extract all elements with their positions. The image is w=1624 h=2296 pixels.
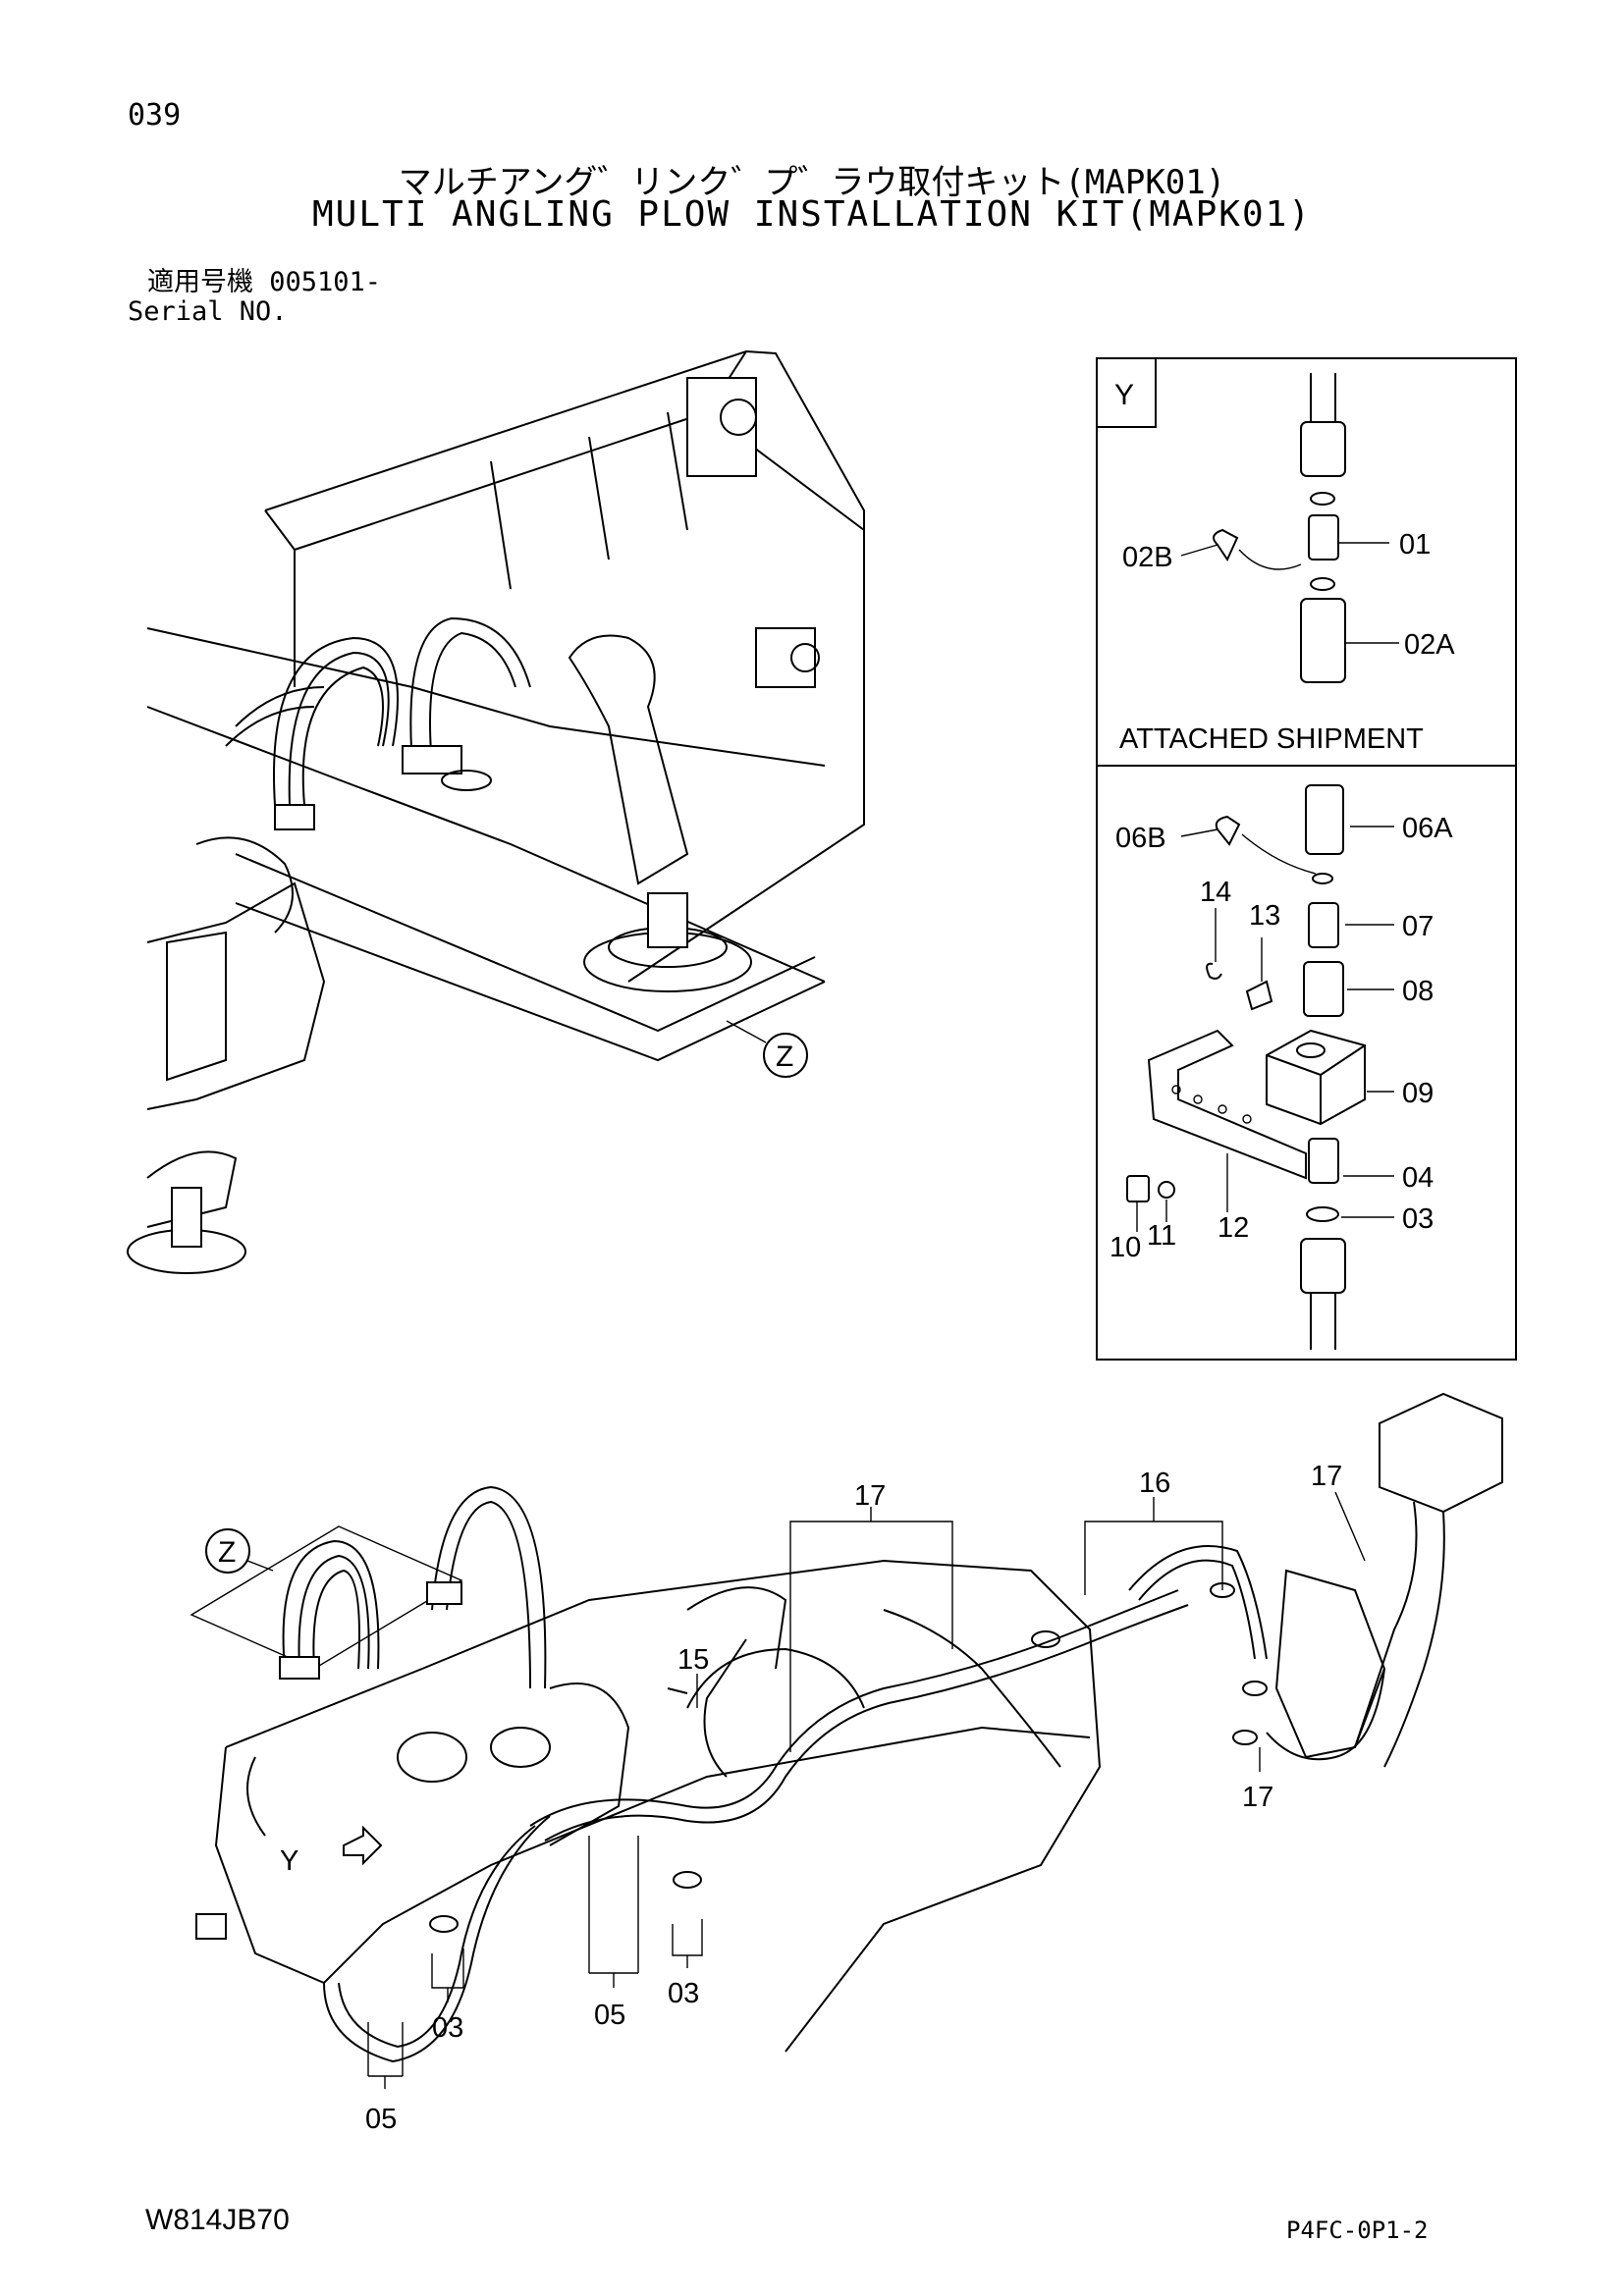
view-z-circle-bottom xyxy=(205,1528,250,1574)
callout-14: 14 xyxy=(1200,877,1231,908)
plow-frame-illustration xyxy=(127,349,865,1274)
lower-valve-illustration xyxy=(1126,784,1366,1350)
callout-06A: 06A xyxy=(1402,813,1453,844)
title-japanese: マルチアング゛リンク゛プ゛ラウ取付キット(MAPK01) xyxy=(398,163,1226,202)
callout-09: 09 xyxy=(1402,1078,1434,1109)
callout-03-detail: 03 xyxy=(1402,1203,1434,1235)
footer-drawing-code: W814JB70 xyxy=(145,2204,290,2236)
callout-12: 12 xyxy=(1218,1212,1249,1244)
callout-15: 15 xyxy=(677,1644,709,1676)
callout-17-lower: 17 xyxy=(1242,1782,1273,1813)
attached-shipment-caption: ATTACHED SHIPMENT xyxy=(1119,723,1424,755)
title-english: MULTI ANGLING PLOW INSTALLATION KIT(MAPK… xyxy=(312,194,1312,235)
callout-02A: 02A xyxy=(1404,629,1455,661)
footer-page-code: P4FC-0P1-2 xyxy=(1286,2216,1429,2244)
detail-y-view-label: Y xyxy=(1114,379,1134,411)
upper-coupler-illustration xyxy=(1213,373,1346,683)
serial-label-english: Serial NO. xyxy=(128,296,288,327)
callout-10: 10 xyxy=(1110,1232,1141,1263)
hose-routing-illustration xyxy=(189,1392,1503,2063)
callout-03-left: 03 xyxy=(432,2012,463,2044)
page-number: 039 xyxy=(128,98,182,133)
view-z-circle-top xyxy=(763,1033,808,1078)
callout-17-upper: 17 xyxy=(854,1480,886,1512)
callout-17-right: 17 xyxy=(1311,1461,1342,1492)
callout-05-middle: 05 xyxy=(594,2000,625,2031)
serial-label-japanese: 適用号機 005101- xyxy=(147,267,382,297)
callout-06B: 06B xyxy=(1115,823,1166,854)
callout-08: 08 xyxy=(1402,976,1434,1007)
callout-07: 07 xyxy=(1402,911,1434,942)
callout-05-left: 05 xyxy=(365,2104,397,2135)
view-z-label-top: Z xyxy=(776,1041,793,1073)
callout-03-right: 03 xyxy=(668,1978,699,2009)
callout-11: 11 xyxy=(1147,1220,1176,1252)
callout-16: 16 xyxy=(1139,1468,1170,1499)
view-y-label-bottom: Y xyxy=(280,1845,298,1877)
callout-13: 13 xyxy=(1249,900,1280,932)
view-z-label-bottom: Z xyxy=(218,1536,236,1569)
callout-02B: 02B xyxy=(1122,542,1173,573)
callout-01: 01 xyxy=(1399,529,1431,561)
callout-04: 04 xyxy=(1402,1162,1434,1194)
detail-y-frame xyxy=(1096,357,1517,1361)
